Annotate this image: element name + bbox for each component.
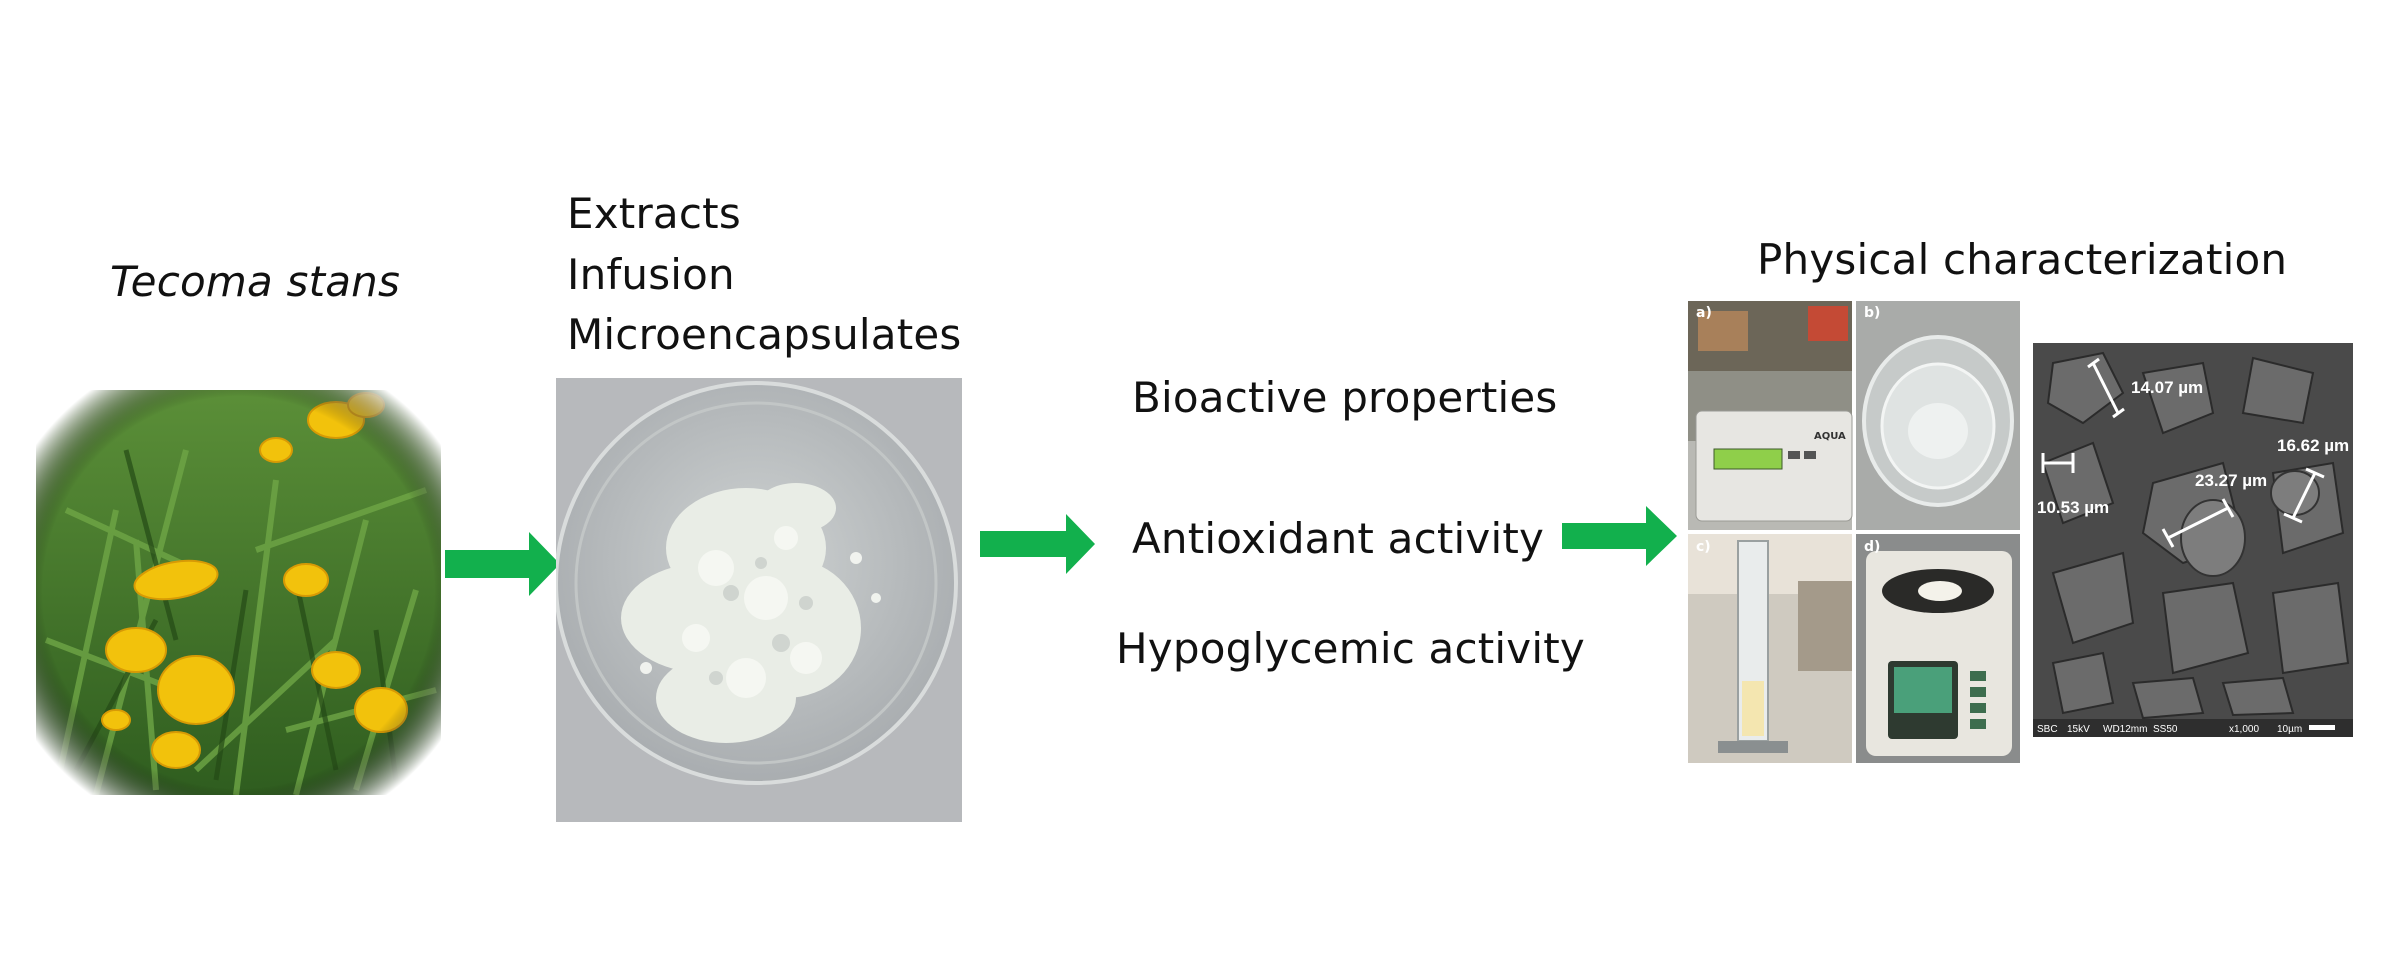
species-title: Tecoma stans: [110, 257, 401, 306]
infusion-label: Infusion: [567, 250, 735, 299]
sem-footer-ss: SS50: [2153, 724, 2178, 735]
physical-characterization-heading: Physical characterization: [1757, 235, 2288, 284]
hypoglycemic-activity-label: Hypoglycemic activity: [1116, 624, 1585, 673]
microencapsulates-label: Microencapsulates: [567, 310, 962, 359]
extracts-label: Extracts: [567, 189, 741, 238]
tecoma-stans-photo: [36, 390, 441, 795]
arrow-right-icon: [980, 514, 1095, 574]
microencapsulate-powder-photo: [556, 378, 962, 822]
arrow-right-icon: [1562, 506, 1677, 566]
characterization-photo-grid: AQUA a) b) c) d): [1688, 301, 2020, 763]
panel-label-a: a): [1696, 305, 1712, 321]
panel-label-d: d): [1864, 539, 1880, 555]
device-brand-text: AQUA: [1814, 431, 1846, 442]
sem-measurement-4: 16.62 µm: [2277, 436, 2349, 455]
panel-label-c: c): [1696, 539, 1711, 555]
arrow-right-icon: [445, 532, 560, 596]
sem-micrograph: 14.07 µm 10.53 µm 23.27 µm 16.62 µm SBC …: [2033, 343, 2353, 737]
sem-measurement-1: 14.07 µm: [2131, 378, 2203, 397]
panel-label-b: b): [1864, 305, 1880, 321]
sem-measurement-2: 10.53 µm: [2037, 498, 2109, 517]
antioxidant-activity-label: Antioxidant activity: [1132, 514, 1545, 563]
sem-footer-scale: 10µm: [2277, 724, 2302, 735]
sem-footer-wd: WD12mm: [2103, 724, 2147, 735]
sem-footer-magnification: x1,000: [2229, 724, 2259, 735]
sem-measurement-3: 23.27 µm: [2195, 471, 2267, 490]
sem-footer-detector: SBC: [2037, 724, 2058, 735]
sem-footer-voltage: 15kV: [2067, 724, 2090, 735]
bioactive-properties-heading: Bioactive properties: [1132, 373, 1558, 422]
scale-bar: [2309, 725, 2335, 730]
